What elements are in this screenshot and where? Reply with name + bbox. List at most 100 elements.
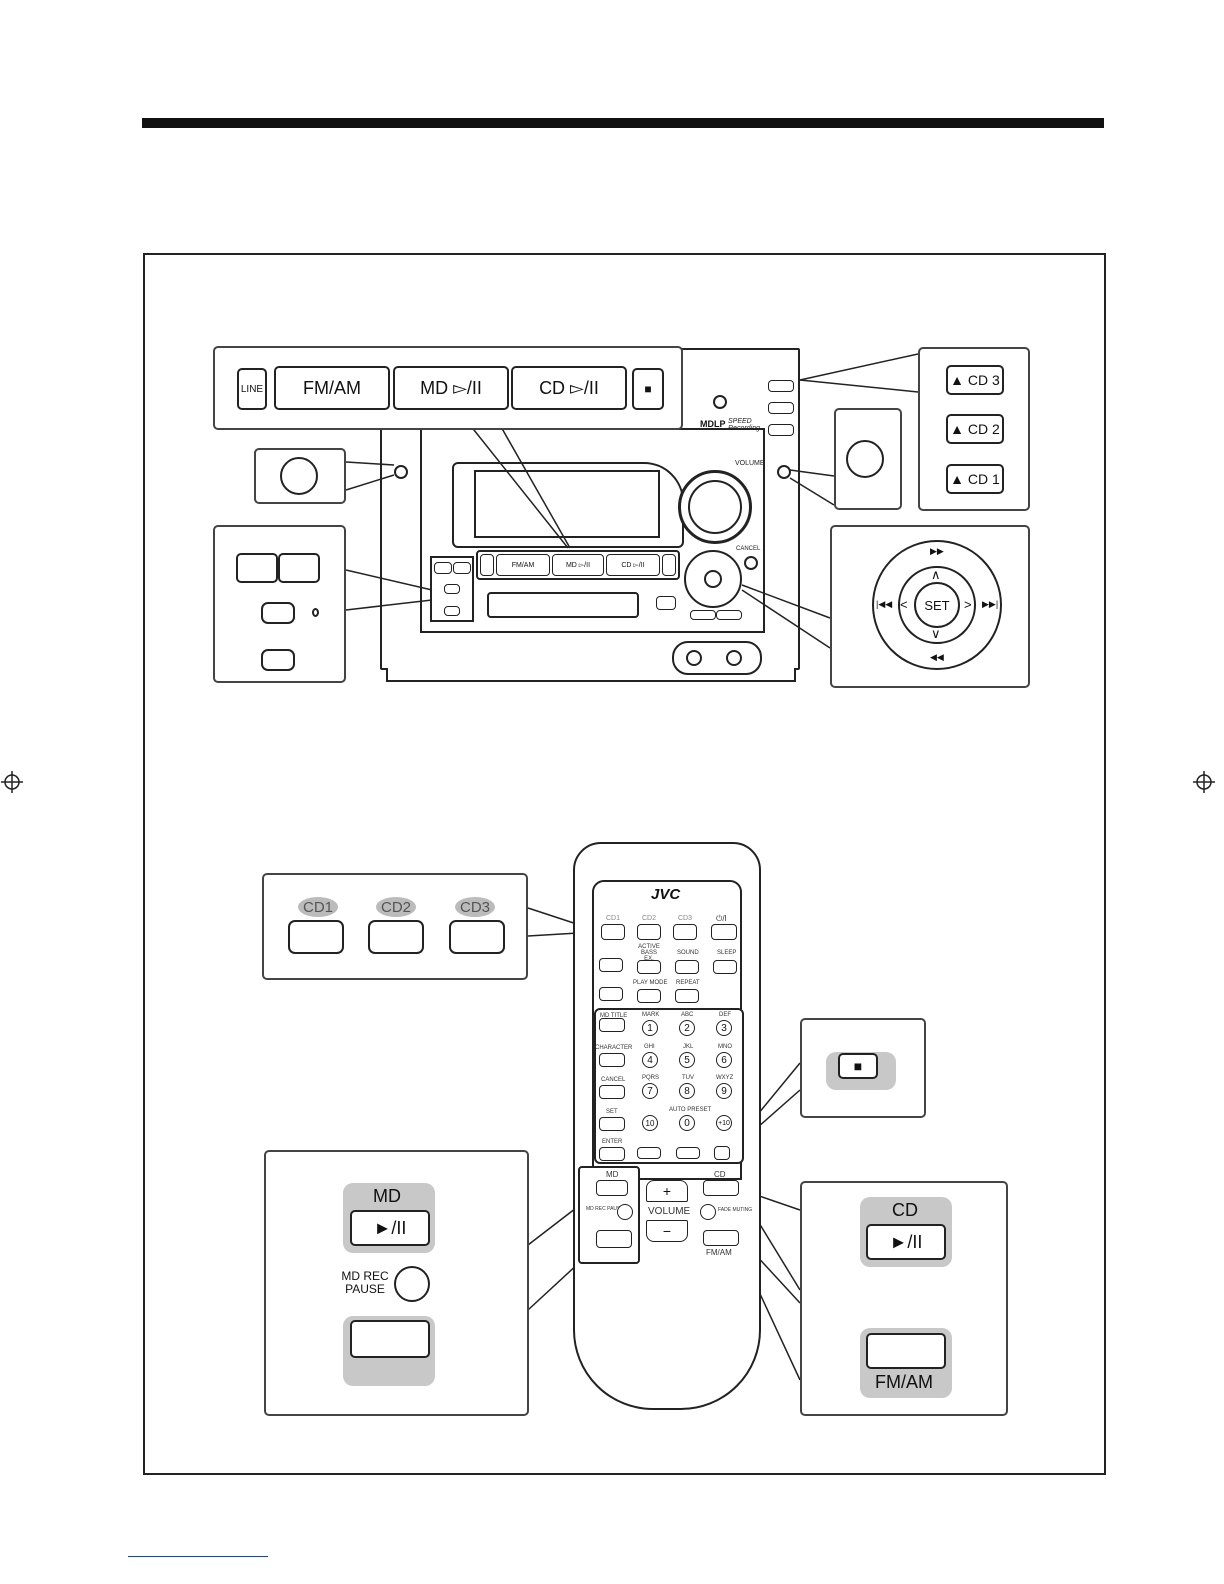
remote-cd2-label: CD2 xyxy=(642,915,657,922)
callout-fmam-key[interactable] xyxy=(866,1333,946,1369)
unit-md-button[interactable]: MD ▻/II xyxy=(552,554,604,576)
stop-button[interactable]: ■ xyxy=(632,368,664,410)
unit-bottom-key-1[interactable] xyxy=(690,610,716,620)
eject-cd2-button[interactable]: ▲ CD 2 xyxy=(946,414,1004,444)
line-label: LINE xyxy=(240,383,264,395)
right-round-button[interactable] xyxy=(846,440,884,478)
remote-num-plus10[interactable]: +10 xyxy=(716,1115,732,1131)
remote-md-title-key[interactable] xyxy=(599,1018,625,1032)
unit-fmam-button[interactable]: FM/AM xyxy=(496,554,550,576)
unit-left-button[interactable] xyxy=(394,465,408,479)
remote-num-1[interactable]: 1 xyxy=(642,1020,658,1036)
remote-set-key[interactable] xyxy=(599,1117,625,1131)
remote-cancel-key[interactable] xyxy=(599,1085,625,1099)
unit-cancel-button[interactable] xyxy=(744,556,758,570)
remote-key-r2a[interactable] xyxy=(599,958,623,972)
unit-md-eject[interactable] xyxy=(656,596,676,610)
remote-num-4-label: 4 xyxy=(647,1054,653,1066)
callout-key-a[interactable] xyxy=(236,553,278,583)
up-arrow-icon: ∧ xyxy=(931,567,941,582)
remote-num-5-label: 5 xyxy=(684,1054,690,1066)
remote-cd-play-key[interactable] xyxy=(703,1180,739,1196)
unit-eject-cd1[interactable] xyxy=(768,424,794,436)
remote-enter-key[interactable] xyxy=(599,1147,625,1161)
remote-sound-key[interactable] xyxy=(675,960,699,974)
remote-num-2[interactable]: 2 xyxy=(679,1020,695,1036)
remote-fmam-key[interactable] xyxy=(703,1230,739,1246)
callout-fmam-label: FM/AM xyxy=(875,1372,933,1392)
callout-md-lower-key[interactable] xyxy=(350,1320,430,1358)
remote-num-6[interactable]: 6 xyxy=(716,1052,732,1068)
remote-skip-fwd-key[interactable] xyxy=(676,1147,700,1159)
unit-nav-set[interactable] xyxy=(704,570,722,588)
skip-back-icon: |◀◀ xyxy=(876,599,893,609)
remote-volume-up-key[interactable]: + xyxy=(646,1180,688,1202)
remote-sound-label: SOUND xyxy=(677,950,699,956)
unit-right-button[interactable] xyxy=(777,465,791,479)
remote-repeat-key[interactable] xyxy=(675,989,699,1003)
remote-num-4[interactable]: 4 xyxy=(642,1052,658,1068)
callout-cd1-key[interactable] xyxy=(288,920,344,954)
remote-power-key[interactable] xyxy=(711,924,737,940)
remote-character-label: CHARACTER xyxy=(595,1045,633,1051)
callout-cd2-label: CD2 xyxy=(380,898,411,916)
unit-left-key-a[interactable] xyxy=(434,562,452,574)
unit-eject-cd3[interactable] xyxy=(768,380,794,392)
remote-cd1-key[interactable] xyxy=(601,924,625,940)
callout-key-d[interactable] xyxy=(261,649,295,671)
unit-eject-cd2[interactable] xyxy=(768,402,794,414)
remote-key-r3a[interactable] xyxy=(599,987,623,1001)
unit-cd-button[interactable]: CD ▻/II xyxy=(606,554,660,576)
unit-line-button[interactable] xyxy=(480,554,494,576)
line-button[interactable]: LINE xyxy=(237,368,267,410)
unit-stop-button[interactable] xyxy=(662,554,676,576)
callout-key-c[interactable] xyxy=(261,602,295,624)
stop-icon: ■ xyxy=(644,382,652,396)
set-button[interactable]: SET xyxy=(914,582,960,628)
remote-play-mode-key[interactable] xyxy=(637,989,661,1003)
callout-key-b[interactable] xyxy=(278,553,320,583)
unit-left-key-d[interactable] xyxy=(444,606,460,616)
cd-play-button[interactable]: CD ▻/II xyxy=(511,366,627,410)
remote-num-0[interactable]: 0 xyxy=(679,1115,695,1131)
eject-cd3-label: ▲ CD 3 xyxy=(950,372,1000,388)
remote-num-2-label: 2 xyxy=(684,1022,690,1034)
remote-num-9[interactable]: 9 xyxy=(716,1083,732,1099)
fmam-button[interactable]: FM/AM xyxy=(274,366,390,410)
callout-cd-play-icon: ►/II xyxy=(889,1231,923,1252)
eject-cd3-button[interactable]: ▲ CD 3 xyxy=(946,365,1004,395)
nav-pad-outer[interactable] xyxy=(872,540,1002,670)
left-round-button[interactable] xyxy=(280,457,318,495)
callout-cd-play-key[interactable]: ►/II xyxy=(866,1224,946,1260)
remote-md-play-key[interactable] xyxy=(596,1180,628,1196)
callout-cd3-key[interactable] xyxy=(449,920,505,954)
remote-character-key[interactable] xyxy=(599,1053,625,1067)
remote-num-8[interactable]: 8 xyxy=(679,1083,695,1099)
unit-nav-pad[interactable] xyxy=(684,550,742,608)
callout-stop-key[interactable]: ■ xyxy=(838,1053,878,1079)
callout-md-play-key[interactable]: ►/II xyxy=(350,1210,430,1246)
unit-left-key-b[interactable] xyxy=(453,562,471,574)
unit-bottom-key-2[interactable] xyxy=(716,610,742,620)
remote-num-3[interactable]: 3 xyxy=(716,1020,732,1036)
remote-md-lower-key[interactable] xyxy=(596,1230,632,1248)
remote-num-10[interactable]: 10 xyxy=(642,1115,658,1131)
remote-cd3-key[interactable] xyxy=(673,924,697,940)
remote-num-7[interactable]: 7 xyxy=(642,1083,658,1099)
remote-stop-key[interactable] xyxy=(714,1146,730,1160)
callout-md-rec-key[interactable] xyxy=(394,1266,430,1302)
remote-sleep-key[interactable] xyxy=(713,960,737,974)
remote-repeat-label: REPEAT xyxy=(676,980,700,986)
remote-num-5[interactable]: 5 xyxy=(679,1052,695,1068)
callout-md-play-icon: ►/II xyxy=(373,1217,407,1238)
remote-skip-back-key[interactable] xyxy=(637,1147,661,1159)
remote-fade-key[interactable] xyxy=(700,1204,716,1220)
remote-active-bass-key[interactable] xyxy=(637,960,661,974)
md-play-button[interactable]: MD ▻/II xyxy=(393,366,509,410)
remote-volume-down-key[interactable]: − xyxy=(646,1220,688,1242)
remote-md-rec-key[interactable] xyxy=(617,1204,633,1220)
eject-cd1-button[interactable]: ▲ CD 1 xyxy=(946,464,1004,494)
remote-cd2-key[interactable] xyxy=(637,924,661,940)
unit-left-key-c[interactable] xyxy=(444,584,460,594)
callout-cd2-key[interactable] xyxy=(368,920,424,954)
